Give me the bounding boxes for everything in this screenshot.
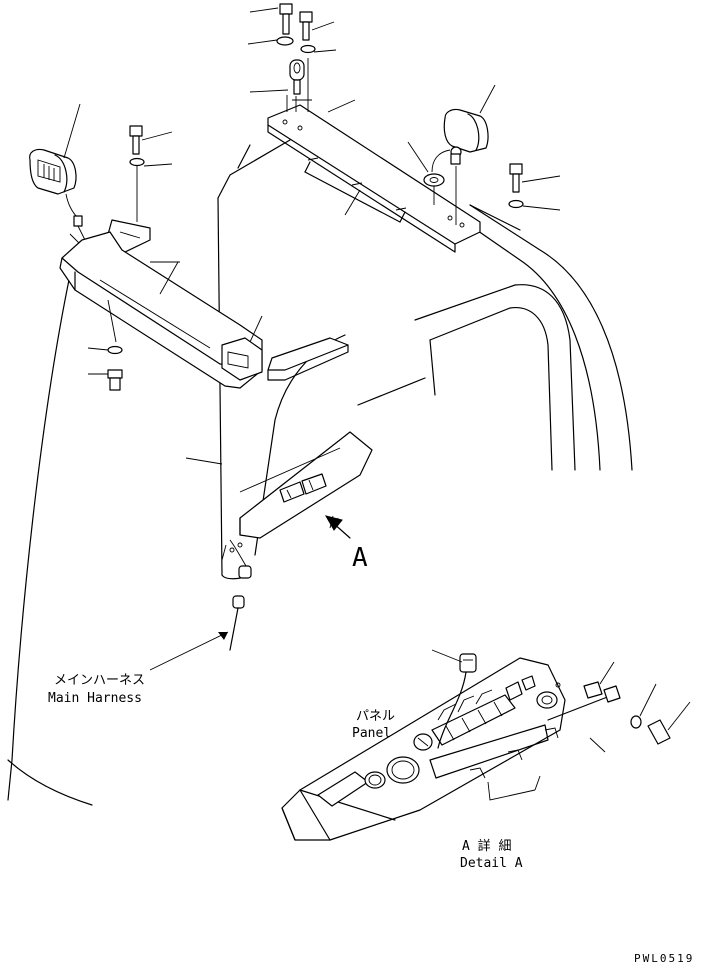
eye-bolt bbox=[249, 58, 312, 112]
cover-plate bbox=[304, 157, 407, 223]
switch-box bbox=[185, 431, 373, 579]
detail-jp-label: A 詳 細 bbox=[462, 838, 511, 854]
work-lamp-right bbox=[431, 84, 496, 225]
drawing-number: PWL0519 bbox=[634, 952, 694, 965]
main-harness-en-label: Main Harness bbox=[48, 691, 142, 706]
top-bolt-right bbox=[299, 11, 335, 41]
roof-bracket bbox=[267, 99, 481, 253]
view-arrow-a: A bbox=[324, 515, 368, 573]
left-washer bbox=[129, 157, 173, 222]
work-lamp-left bbox=[29, 103, 99, 263]
right-washer bbox=[508, 199, 561, 211]
top-bolt-left bbox=[249, 3, 293, 35]
panel-detail bbox=[281, 649, 691, 841]
detail-en-label: Detail A bbox=[460, 856, 523, 871]
lower-washer bbox=[87, 345, 123, 355]
main-harness-connector bbox=[149, 595, 245, 671]
grommet bbox=[407, 141, 445, 205]
main-harness-jp-label: メインハーネス bbox=[54, 673, 145, 688]
right-bolt bbox=[509, 163, 561, 193]
top-washer-right bbox=[300, 44, 337, 54]
panel-en-label: Panel bbox=[352, 726, 391, 741]
lower-bolt bbox=[88, 369, 123, 391]
top-washer-left bbox=[247, 36, 294, 46]
left-bolt bbox=[129, 125, 173, 155]
cab-outline bbox=[7, 139, 633, 806]
view-marker-label: A bbox=[352, 543, 368, 573]
panel-jp-label: パネル bbox=[356, 709, 395, 724]
front-roof-beam bbox=[59, 219, 349, 389]
